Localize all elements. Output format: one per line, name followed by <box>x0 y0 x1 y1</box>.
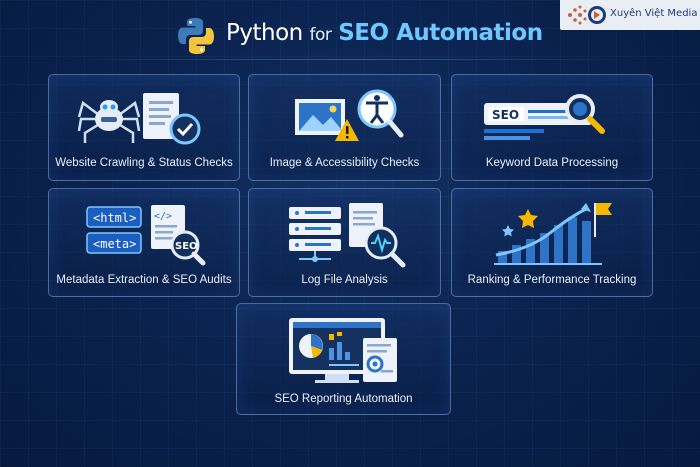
brand-logo-icon <box>568 5 606 25</box>
card-seo-reporting: SEO Reporting Automation <box>236 303 451 415</box>
card-label: Image & Accessibility Checks <box>269 157 420 169</box>
card-log-file-analysis: Log File Analysis <box>248 188 441 297</box>
card-label: Ranking & Performance Tracking <box>467 274 637 286</box>
html-meta-code-icon: <html> <meta> </> SEO <box>86 205 206 266</box>
seo-search-bar-icon: SEO <box>484 94 605 140</box>
card-label: Keyword Data Processing <box>485 157 619 169</box>
server-log-magnifier-icon <box>289 203 406 268</box>
image-warning-accessibility-icon <box>295 89 404 141</box>
card-ranking-performance: Ranking & Performance Tracking <box>451 188 653 297</box>
seo-tag-text: SEO <box>492 108 519 122</box>
card-metadata-extraction: <html> <meta> </> SEO Metadata Extractio… <box>48 188 240 297</box>
card-website-crawling: Website Crawling & Status Checks <box>48 74 240 181</box>
card-label: Website Crawling & Status Checks <box>55 157 233 169</box>
brand-name: Xuyên Việt Media <box>610 8 698 19</box>
header-divider <box>60 59 640 60</box>
python-logo-icon <box>178 18 214 54</box>
card-label: Metadata Extraction & SEO Audits <box>56 274 232 286</box>
seo-badge-text: SEO <box>175 241 198 252</box>
dashboard-report-icon <box>289 318 397 383</box>
card-label: SEO Reporting Automation <box>274 393 413 405</box>
page-title: Python for SEO Automation <box>226 20 543 46</box>
brand-watermark: Xuyên Việt Media <box>560 0 700 30</box>
meta-tag-text: <meta> <box>93 237 136 251</box>
rising-bars-star-flag-icon <box>494 203 612 265</box>
spider-robot-document-check-icon <box>77 93 201 145</box>
html-tag-text: <html> <box>93 211 136 225</box>
card-keyword-data: SEO Keyword Data Processing <box>451 74 653 181</box>
card-label: Log File Analysis <box>301 274 388 286</box>
card-image-accessibility: Image & Accessibility Checks <box>248 74 441 181</box>
svg-text:</>: </> <box>154 211 172 222</box>
